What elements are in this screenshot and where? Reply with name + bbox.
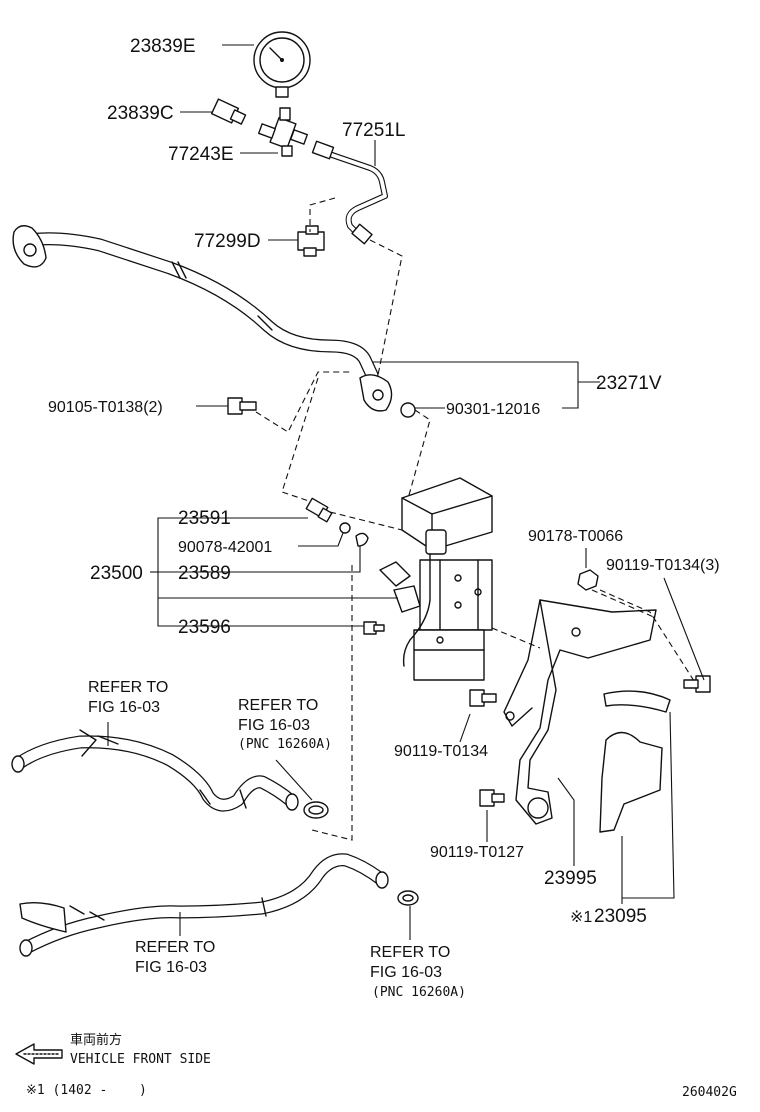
label-90178: 90178-T0066 — [528, 528, 623, 545]
label-90301: 90301-12016 — [446, 401, 540, 418]
hose-clip-lower — [397, 890, 419, 906]
label-23995: 23995 — [544, 868, 597, 889]
lower-hose-bottom — [19, 853, 389, 957]
assembly-line-9 — [599, 589, 697, 685]
pump-part-23589 — [355, 532, 369, 547]
lower-hose-upper — [11, 729, 299, 812]
assembly-line-5 — [281, 377, 331, 509]
pump-fitting-23591 — [305, 497, 333, 523]
footnote-close: ) — [139, 1083, 147, 1098]
fuel-hose-assembly — [12, 225, 393, 412]
refer-note-4: REFER TO FIG 16-03 (PNC 16260A) — [370, 944, 466, 1000]
refer-note-4-line2: FIG 16-03 — [370, 964, 442, 981]
assembly-line-3 — [255, 371, 350, 433]
assembly-line-7 — [311, 565, 353, 841]
gasket-ring — [400, 402, 416, 418]
refer-note-3-line1: REFER TO — [135, 939, 215, 956]
footnote-open: ※1 (1402 - — [26, 1083, 107, 1098]
nut-90178 — [577, 569, 599, 591]
fuel-pump-body — [379, 477, 493, 681]
label-77243e: 77243E — [168, 144, 234, 165]
leader-bracket — [557, 777, 575, 866]
label-23589: 23589 — [178, 563, 231, 584]
label-23839e: 23839E — [130, 36, 196, 57]
heat-shield-cover — [599, 690, 671, 833]
pump-seal-90078 — [339, 522, 351, 534]
refer-note-4-line3: (PNC 16260A) — [372, 985, 466, 1000]
assembly-line-10 — [491, 627, 541, 649]
refer-note-2: REFER TO FIG 16-03 (PNC 16260A) — [238, 697, 332, 752]
label-90119-t0134: 90119-T0134 — [394, 743, 488, 760]
refer-note-2-line1: REFER TO — [238, 697, 318, 714]
label-23500: 23500 — [90, 563, 143, 584]
label-90105: 90105-T0138(2) — [48, 399, 163, 416]
fuel-tube — [311, 140, 388, 245]
legend-en-text: VEHICLE FRONT SIDE — [70, 1052, 211, 1067]
pump-bracket — [503, 599, 657, 825]
figure-code: 260402G — [682, 1085, 737, 1100]
label-90078: 90078-42001 — [178, 539, 272, 556]
leader-hose-bracket — [372, 361, 579, 409]
label-23591: 23591 — [178, 508, 231, 529]
refer-note-3: REFER TO FIG 16-03 — [135, 939, 215, 976]
assembly-line-1 — [309, 197, 336, 232]
union-fitting — [258, 107, 308, 157]
pressure-gauge — [253, 31, 311, 98]
leader-90078 — [298, 532, 344, 547]
leader-cover-a — [622, 711, 675, 899]
front-direction-legend: 車両前方 VEHICLE FRONT SIDE — [15, 1032, 211, 1067]
leader-23589 — [158, 546, 361, 573]
assembly-line-2 — [369, 239, 403, 376]
legend-jp-text: 車両前方 — [70, 1032, 122, 1048]
label-90119-t0134-3: 90119-T0134(3) — [606, 557, 720, 574]
label-23596: 23596 — [178, 617, 231, 638]
leader-t0134 — [459, 713, 471, 743]
label-90119-t0127: 90119-T0127 — [430, 844, 524, 861]
front-arrow-icon — [15, 1043, 63, 1065]
label-23095: 23095 — [594, 906, 647, 927]
leader-t0134-3 — [663, 577, 705, 681]
refer-note-2-line2: FIG 16-03 — [238, 717, 310, 734]
pressure-switch — [210, 98, 247, 125]
refer-note-1-line1: REFER TO — [88, 679, 168, 696]
pump-screw-23596 — [363, 621, 385, 635]
label-cover-mark: ※1 — [570, 909, 592, 926]
assembly-line-8 — [591, 589, 657, 619]
hose-clamp-small — [297, 225, 325, 257]
refer-note-1: REFER TO FIG 16-03 — [88, 679, 168, 716]
bolt-bracket-three — [683, 675, 711, 693]
refer-note-3-line2: FIG 16-03 — [135, 959, 207, 976]
hose-clip-upper — [303, 801, 329, 819]
bolt-bracket-t0134 — [469, 689, 497, 707]
refer-note-1-line2: FIG 16-03 — [88, 699, 160, 716]
label-23839c: 23839C — [107, 103, 174, 124]
refer-note-4-line1: REFER TO — [370, 944, 450, 961]
leader-23596 — [157, 572, 364, 627]
bolt-bracket-t0127 — [479, 789, 505, 807]
leader-23591 — [157, 517, 308, 572]
leader-ref2 — [275, 759, 313, 801]
refer-note-2-line3: (PNC 16260A) — [238, 737, 332, 752]
assembly-line-6 — [329, 511, 403, 531]
label-77299d: 77299D — [194, 231, 261, 252]
label-23271v: 23271V — [596, 373, 662, 394]
label-77251l: 77251L — [342, 120, 405, 141]
bolt-top — [227, 397, 257, 415]
